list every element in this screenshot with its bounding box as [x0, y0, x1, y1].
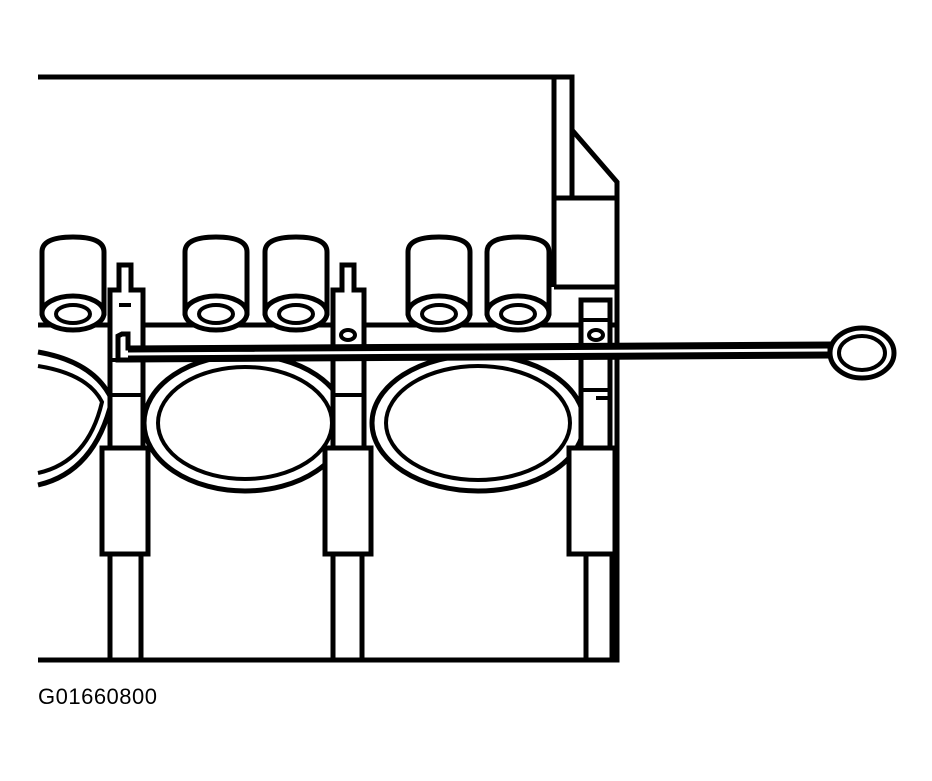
- cylinder-bore: [369, 352, 587, 494]
- crank-journal: [39, 234, 107, 333]
- main-bearing-web: [322, 262, 374, 660]
- cylinder-bore: [141, 352, 349, 494]
- gallery-probe-tool: [115, 325, 897, 381]
- crank-journal: [405, 234, 473, 333]
- crankshaft-journals: [39, 234, 552, 333]
- oil-passage: [339, 328, 357, 342]
- figure-id-label: G01660800: [38, 684, 158, 709]
- crank-journal: [262, 234, 330, 333]
- crank-journal: [182, 234, 250, 333]
- cylinder-bore-partial-inner: [37, 364, 105, 475]
- probe-ring-handle-inner: [837, 334, 887, 372]
- main-bearing-web: [566, 297, 618, 660]
- crank-journal: [484, 234, 552, 333]
- probe-ring-handle: [827, 325, 897, 381]
- cylinder-bore-inner: [156, 365, 334, 481]
- main-bearing-web: [99, 262, 151, 660]
- oil-passage: [587, 328, 605, 342]
- cylinder-bore-inner: [384, 364, 572, 482]
